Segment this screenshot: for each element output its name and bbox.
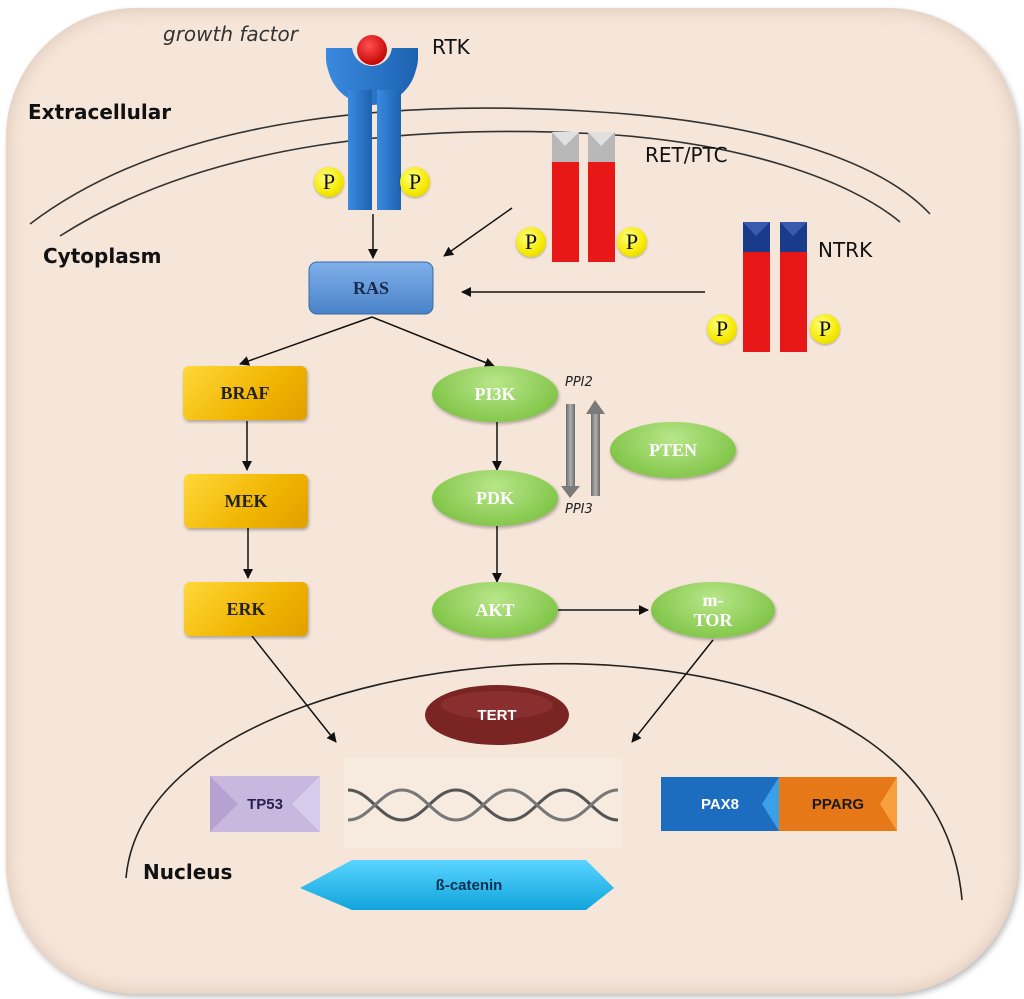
- tert-node[interactable]: TERT: [477, 706, 517, 724]
- arrow-ras-pi3k: [371, 316, 495, 368]
- phospho-icon: P: [707, 314, 737, 344]
- mtor-label-line1: m-: [702, 590, 724, 610]
- dna-helix-icon: [344, 758, 622, 848]
- pi3k-node[interactable]: PI3K: [432, 366, 558, 422]
- beta-catenin-node[interactable]: ß-catenin: [435, 876, 503, 894]
- akt-node[interactable]: AKT: [432, 582, 558, 638]
- nucleus-label: Nucleus: [143, 860, 233, 884]
- arrow-erk-nucleus: [251, 635, 337, 743]
- tp53-box: [210, 776, 320, 832]
- ras-box: [308, 261, 434, 315]
- pparg-node[interactable]: PPARG: [811, 795, 865, 813]
- pip2-label: PPI2: [565, 375, 593, 390]
- plasma-membrane-outer: [29, 107, 931, 225]
- phospho-icon: P: [400, 167, 430, 197]
- tp53-node[interactable]: TP53: [247, 795, 283, 813]
- ras-node[interactable]: RAS: [352, 277, 389, 298]
- mek-node[interactable]: MEK: [184, 474, 308, 528]
- phospho-icon: P: [810, 314, 840, 344]
- pip3-label: PPI3: [565, 502, 593, 517]
- extracellular-label: Extracellular: [28, 100, 172, 124]
- phospho-icon: P: [617, 227, 647, 257]
- growth-factor-ligand: [357, 35, 387, 65]
- mtor-label-line2: TOR: [693, 610, 733, 630]
- arrow-ret-ras: [443, 207, 513, 257]
- phospho-icon: P: [314, 167, 344, 197]
- arrow-mtor-nucleus: [631, 639, 714, 743]
- ntrk-label: NTRK: [818, 238, 873, 262]
- pax8-node[interactable]: PAX8: [700, 795, 740, 813]
- ret-ptc-receptor: [552, 132, 615, 262]
- braf-node[interactable]: BRAF: [183, 366, 307, 420]
- phospho-icon: P: [516, 227, 546, 257]
- mtor-node[interactable]: m- TOR: [651, 582, 775, 638]
- pten-node[interactable]: PTEN: [610, 422, 736, 478]
- ret-ptc-label: RET/PTC: [645, 143, 728, 167]
- pip3-to-pip2-arrow: [586, 400, 605, 496]
- pax8-pparg-fusion: [661, 777, 897, 831]
- erk-node[interactable]: ERK: [184, 582, 308, 636]
- arrow-ras-braf: [239, 316, 373, 366]
- beta-catenin-hexagon: [300, 860, 614, 910]
- ntrk-receptor: [743, 222, 807, 352]
- pdk-node[interactable]: PDK: [432, 470, 558, 526]
- growth-factor-label: growth factor: [163, 22, 298, 46]
- pip2-to-pip3-arrow: [561, 404, 580, 498]
- nuclear-envelope: [125, 663, 963, 901]
- cytoplasm-label: Cytoplasm: [43, 244, 162, 268]
- rtk-label: RTK: [432, 35, 470, 59]
